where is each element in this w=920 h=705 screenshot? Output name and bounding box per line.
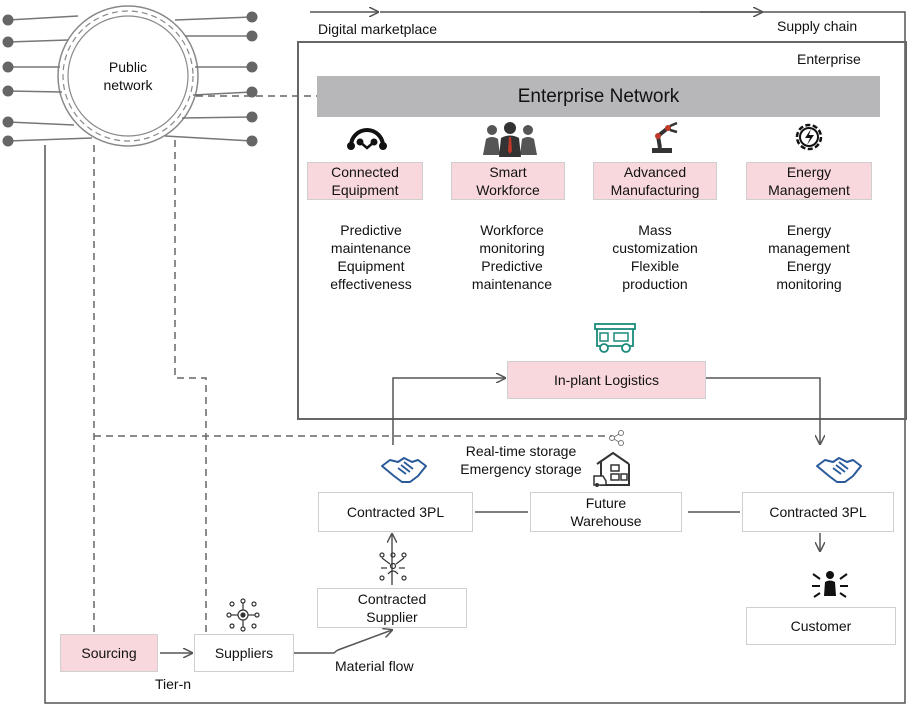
suppliers-box: Suppliers: [194, 634, 294, 672]
sourcing-box: Sourcing: [60, 634, 158, 672]
warehouse-icon: [593, 451, 630, 487]
tier-n-label: Tier-n: [155, 676, 192, 692]
future-warehouse-box: Future Warehouse: [530, 492, 682, 532]
energy-management-tag: Energy Management: [746, 162, 872, 200]
in-plant-logistics-box: In-plant Logistics: [507, 361, 706, 399]
handshake-icon-right: [816, 457, 862, 483]
public-network-label: Public network: [103, 59, 153, 93]
customer-box: Customer: [746, 607, 896, 645]
connected-nodes-icon: [347, 128, 387, 150]
handshake-icon-left: [381, 457, 427, 483]
contracted-supplier-box: Contracted Supplier: [317, 588, 467, 628]
advanced-manufacturing-desc: Mass customization Flexible production: [612, 222, 698, 292]
contracted-3pl-left-box: Contracted 3PL: [318, 492, 473, 532]
enterprise-label: Enterprise: [797, 51, 861, 67]
enterprise-frame: [297, 41, 907, 420]
people-network-icon: [379, 552, 407, 581]
smart-workforce-desc: Workforce monitoring Predictive maintena…: [471, 222, 553, 292]
enterprise-network-banner: Enterprise Network: [317, 76, 880, 117]
supply-chain-label: Supply chain: [777, 18, 858, 34]
supplier-network-icon: [226, 598, 260, 632]
share-icon: [609, 430, 624, 446]
smart-workforce-tag: Smart Workforce: [451, 162, 565, 200]
material-flow-label: Material flow: [335, 658, 414, 674]
connected-equipment-tag: Connected Equipment: [307, 162, 423, 200]
robot-arm-icon: [652, 121, 678, 153]
advanced-manufacturing-tag: Advanced Manufacturing: [593, 162, 717, 200]
connected-equipment-desc: Predictive maintenance Equipment effecti…: [330, 222, 412, 292]
workforce-icon: [483, 122, 537, 157]
digital-marketplace-label: Digital marketplace: [318, 21, 438, 37]
storage-text: Real-time storage Emergency storage: [460, 443, 582, 477]
contracted-3pl-right-box: Contracted 3PL: [742, 492, 894, 532]
energy-gear-icon: [795, 123, 823, 151]
truck-icon: [594, 323, 636, 353]
energy-management-desc: Energy management Energy monitoring: [768, 222, 850, 292]
customer-focus-icon: [812, 571, 848, 598]
